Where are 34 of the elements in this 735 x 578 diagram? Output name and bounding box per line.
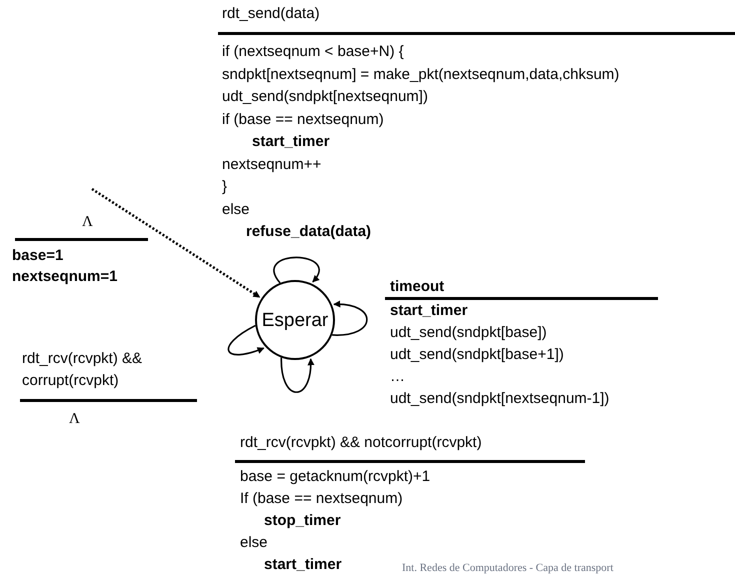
- transition-action: }: [222, 177, 228, 197]
- state-name: Esperar: [262, 310, 328, 330]
- transition-action: Λ: [69, 410, 80, 429]
- self-loop-arrow: [332, 300, 368, 336]
- transition-event: rdt_rcv(rcvpkt) && notcorrupt(rcvpkt): [240, 433, 482, 453]
- transition-event: timeout: [390, 277, 444, 297]
- transition-action: start_timer: [264, 555, 342, 575]
- transition-action: else: [222, 200, 250, 220]
- transition-action: sndpkt[nextseqnum] = make_pkt(nextseqnum,data,chksum): [222, 64, 620, 84]
- transition-action: nextseqnum++: [222, 154, 322, 174]
- transition-action: …: [390, 367, 405, 387]
- transition-action: udt_send(sndpkt[base]): [390, 323, 547, 343]
- transition-action: udt_send(sndpkt[nextseqnum-1]): [390, 389, 610, 409]
- transition-action: udt_send(sndpkt[base+1]): [390, 345, 564, 365]
- initial-arrow: [91, 188, 260, 298]
- transition-action: If (base == nextseqnum): [240, 489, 403, 509]
- transition-action: else: [240, 533, 268, 553]
- transition-event: rdt_send(data): [222, 4, 320, 24]
- transition-action: if (nextseqnum < base+N) {: [222, 42, 404, 62]
- transition-action: nextseqnum=1: [12, 267, 118, 287]
- transition-action: base=1: [12, 246, 64, 266]
- transition-event: Λ: [82, 213, 93, 232]
- transition-action: start_timer: [390, 301, 468, 321]
- footer-note: Int. Redes de Computadores - Capa de transport: [402, 561, 614, 575]
- transition-action: base = getacknum(rcvpkt)+1: [240, 467, 430, 487]
- transition-event: rdt_rcv(rcvpkt) && corrupt(rcvpkt): [22, 349, 144, 391]
- self-loop-arrow: [274, 256, 320, 284]
- self-loop-arrow: [228, 324, 264, 356]
- self-loop-arrow: [280, 358, 314, 393]
- transition-action: refuse_data(data): [246, 222, 372, 242]
- transition-action: if (base == nextseqnum): [222, 110, 384, 130]
- transition-action: udt_send(sndpkt[nextseqnum]): [222, 87, 428, 107]
- transition-action: start_timer: [252, 132, 330, 152]
- transition-action: stop_timer: [264, 511, 341, 531]
